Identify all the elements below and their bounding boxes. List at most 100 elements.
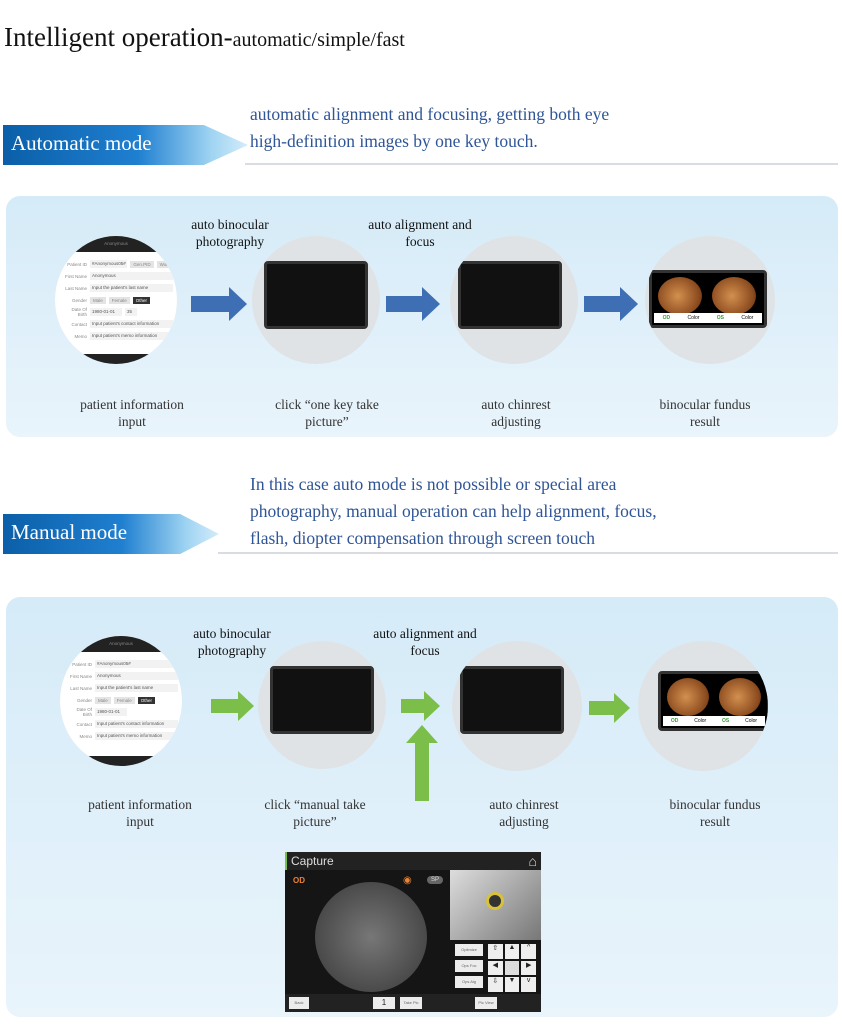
device-screen	[458, 261, 562, 329]
field-value: Input the patient's last name	[90, 284, 173, 292]
field-label: Patient ID	[72, 661, 92, 667]
field-label: Gender	[76, 697, 92, 703]
field-label: Last Name	[70, 685, 92, 691]
flow-arrow-icon	[211, 691, 254, 721]
result-photo-image: OD Color OS Color	[638, 641, 768, 771]
patient-form-image: Anonymous Patient ID#Anonymous05#Gen.PID…	[55, 236, 177, 364]
caption: patient information input	[80, 397, 184, 429]
sp-button: SP	[427, 876, 444, 884]
mode-label: Color	[694, 718, 707, 724]
field-value: Input the patient's last name	[95, 684, 178, 692]
device-screen	[270, 666, 374, 734]
desc-line: photography, manual operation can help a…	[250, 501, 657, 521]
flow-arrow-icon	[584, 287, 638, 321]
pic-view-button: Pic View	[475, 997, 497, 1009]
caption: click “one key take picture”	[275, 397, 379, 429]
flow-arrow-icon	[401, 691, 440, 721]
optimize-button: Optimize	[455, 944, 483, 956]
eye-camera-view	[450, 870, 541, 940]
field-value: 1980-01-01	[90, 308, 122, 316]
field-value: Anonymous	[90, 272, 173, 280]
mode-label: Color	[745, 718, 758, 724]
tablet-photo-image	[252, 236, 380, 364]
field-value: Input patient's memo information	[95, 732, 178, 740]
count-stepper: 1	[373, 997, 395, 1009]
gender-option: Male	[95, 696, 111, 704]
field-label: Contact	[71, 321, 87, 327]
fundus-preview	[315, 882, 427, 992]
field-value: Input patient's contact information	[90, 320, 173, 328]
back-button: Back	[289, 997, 309, 1009]
step-label: auto alignment and focus	[373, 626, 477, 658]
divider	[218, 552, 838, 554]
field-label: Date Of Birth	[76, 707, 92, 717]
field-label: Last Name	[65, 285, 87, 291]
caption: click “manual take picture”	[264, 797, 366, 829]
gender-option: Other	[137, 696, 156, 704]
field-value: #Anonymous05#	[95, 660, 178, 668]
title-main: Intelligent operation-	[4, 22, 233, 52]
automatic-mode-banner: Automatic mode	[3, 125, 248, 165]
field-label: Memo	[74, 333, 87, 339]
os-label: OS	[716, 315, 724, 321]
step-label: auto alignment and focus	[368, 217, 472, 249]
flow-arrow-icon	[191, 287, 247, 321]
caption: auto chinrest adjusting	[481, 397, 551, 429]
manual-description: In this case auto mode is not possible o…	[250, 471, 657, 552]
desc-line: automatic alignment and focusing, gettin…	[250, 104, 610, 124]
caption: binocular fundus result	[669, 797, 761, 829]
work-button: Work	[156, 260, 173, 268]
field-label: Gender	[71, 297, 87, 303]
gender-option: Male	[90, 296, 106, 304]
gender-option: Female	[108, 296, 130, 304]
title-sub: automatic/simple/fast	[232, 29, 405, 51]
form-header: Anonymous	[55, 236, 177, 252]
alignment-photo-image	[452, 641, 582, 771]
form-footer	[55, 354, 177, 364]
od-label: OD	[670, 718, 679, 724]
flow-arrow-icon	[386, 287, 440, 321]
result-screen: OD Color OS Color	[658, 671, 768, 731]
field-label: First Name	[69, 673, 92, 679]
gen-pid-button: Gen.PID	[130, 260, 154, 268]
step-label: auto binocular photography	[193, 626, 271, 658]
device-screen	[264, 261, 368, 329]
caption: patient information input	[88, 797, 192, 829]
form-footer	[60, 756, 182, 766]
capture-screen: Capture ⌂ OD ◉ SP Optimize Ops Foc Ops A…	[285, 852, 541, 1012]
field-label: First Name	[64, 273, 87, 279]
mode-label: Color	[687, 315, 700, 321]
manual-mode-banner: Manual mode	[3, 514, 219, 554]
caption: binocular fundus result	[659, 397, 751, 429]
caption: auto chinrest adjusting	[489, 797, 559, 829]
direction-pad: ⇧▲^ ◀▶ ⇩▼v	[488, 944, 536, 992]
field-label: Patient ID	[67, 261, 87, 267]
home-icon: ⌂	[528, 853, 537, 869]
patient-form-image: Anonymous Patient ID#Anonymous05# First …	[60, 636, 182, 766]
flow-arrow-icon	[589, 693, 630, 723]
os-label: OS	[722, 718, 730, 724]
divider	[245, 163, 838, 165]
form-header: Anonymous	[60, 636, 182, 652]
eye-label: OD	[293, 876, 305, 885]
field-value: Input patient's memo information	[90, 332, 173, 340]
automatic-description: automatic alignment and focusing, gettin…	[250, 101, 609, 155]
gender-option: Female	[113, 696, 135, 704]
tablet-photo-image	[258, 641, 386, 769]
step-label: auto binocular photography	[191, 217, 269, 249]
age-value: 35	[125, 308, 137, 316]
field-label: Memo	[79, 733, 92, 739]
desc-line: high-definition images by one key touch.	[250, 131, 538, 151]
take-pic-button: Take Pic	[400, 997, 422, 1009]
field-value: #Anonymous05#	[90, 260, 128, 268]
page-title: Intelligent operation-automatic/simple/f…	[4, 22, 405, 53]
field-label: Contact	[76, 721, 92, 727]
up-arrow-icon	[406, 725, 438, 801]
capture-title: Capture	[285, 852, 541, 870]
field-value: Input patient's contact information	[95, 720, 178, 728]
gender-option: Other	[132, 296, 151, 304]
ops-alg-button: Ops Alg	[455, 976, 483, 988]
od-label: OD	[662, 315, 671, 321]
